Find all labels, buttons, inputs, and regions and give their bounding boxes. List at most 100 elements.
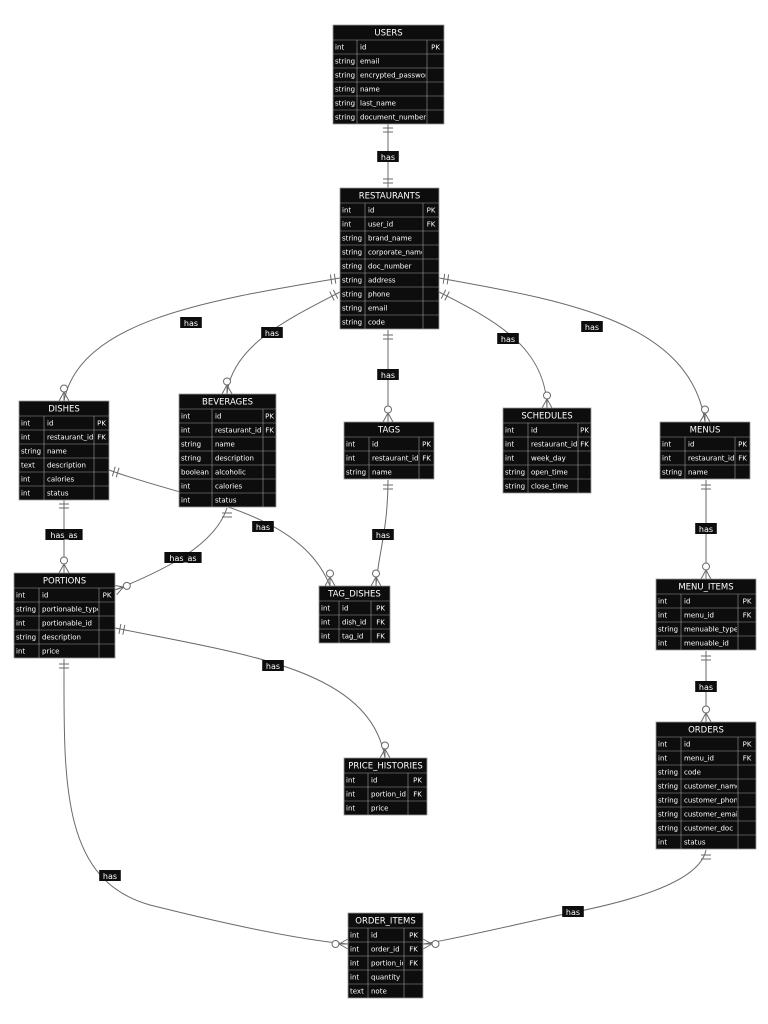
entity-title: TAGS [377,426,400,436]
restaurants-beverages-to-many-crow-3 [226,384,233,395]
relationship-label-orders-order_items: has [562,906,584,917]
restaurants-beverages-to-many-crow-1 [221,384,228,395]
entity-title: MENUS [690,426,721,436]
attribute-type: string [21,448,41,456]
relationship-label-text: has_as [50,531,77,540]
attribute-key: PK [409,932,418,940]
entity-box [655,721,757,850]
relationship-label-tags-tag_dishes: has [372,529,394,540]
attribute-name: document_number [360,114,426,122]
attribute-key: FK [409,946,418,954]
attribute-name: id [371,777,377,785]
entity-box [178,393,277,508]
attribute-type: int [321,633,330,641]
attribute-name: id [531,427,537,435]
attribute-type: int [662,441,671,449]
tags-tag_dishes-to-many-crow-3 [375,576,382,587]
attribute-type: int [21,420,30,428]
attribute-key: FK [97,434,106,442]
